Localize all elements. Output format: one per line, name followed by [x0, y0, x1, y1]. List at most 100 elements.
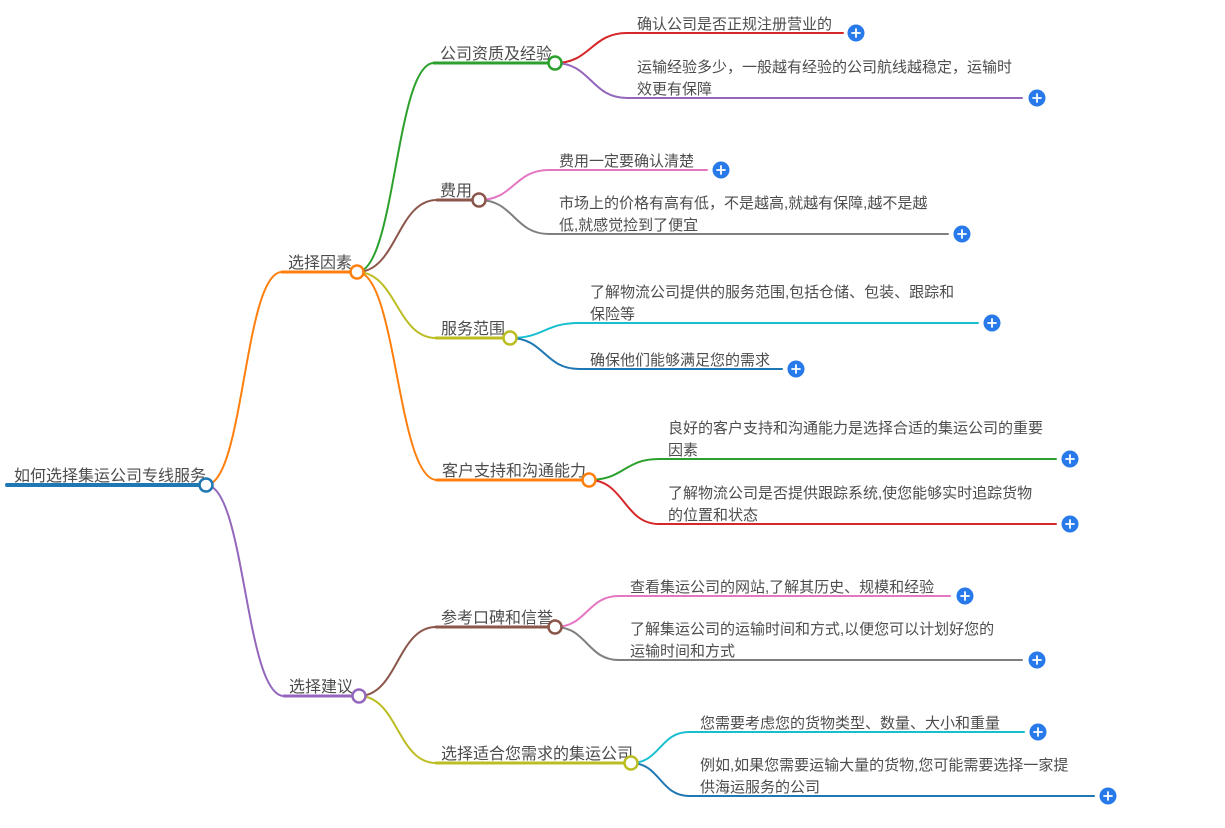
node-leaf-cargo-type[interactable]: 您需要考虑您的货物类型、数量、大小和重量: [688, 715, 1025, 733]
node-label-leaf-confirm-fee-line0: 费用一定要确认清楚: [559, 153, 694, 170]
node-label-leaf-website-line0: 查看集运公司的网站,了解其历史、规模和经验: [630, 579, 934, 596]
node-label-leaf-tracking-line0: 了解物流公司是否提供跟踪系统,使您能够实时追踪货物: [668, 485, 1032, 502]
node-advice[interactable]: 选择建议: [282, 678, 354, 698]
add-child-button-leaf-experience[interactable]: [1028, 89, 1046, 107]
link-reputation-leaf-transport-time: [554, 626, 620, 661]
plus-icon-leaf-tracking: [1065, 519, 1075, 529]
node-label-leaf-good-support-line0: 良好的客户支持和沟通能力是选择合适的集运公司的重要: [668, 420, 1043, 437]
link-cost-leaf-confirm-fee: [478, 169, 550, 201]
link-scope-leaf-service-scope: [509, 322, 580, 339]
node-label-advice-line0: 选择建议: [289, 678, 353, 696]
controls-layer: [198, 24, 1117, 805]
link-qualification-leaf-registered: [554, 32, 628, 64]
add-child-button-leaf-tracking[interactable]: [1061, 515, 1079, 533]
link-fit-leaf-sea-freight: [630, 762, 690, 797]
node-label-factors-line0: 选择因素: [288, 254, 352, 272]
link-qualification-leaf-experience: [554, 62, 628, 99]
collapse-toggle-cost[interactable]: [471, 192, 487, 208]
plus-icon-leaf-good-support: [1065, 454, 1075, 464]
add-child-button-leaf-registered[interactable]: [847, 24, 865, 42]
node-cost[interactable]: 费用: [435, 182, 474, 202]
plus-icon-leaf-confirm-fee: [716, 165, 726, 175]
node-leaf-meet-needs[interactable]: 确保他们能够满足您的需求: [578, 352, 783, 370]
node-label-scope-line0: 服务范围: [441, 320, 505, 338]
node-scope[interactable]: 服务范围: [434, 320, 505, 340]
node-label-qualification-line0: 公司资质及经验: [440, 45, 552, 63]
collapse-toggle-root[interactable]: [198, 477, 214, 493]
link-support-leaf-tracking: [588, 479, 660, 525]
node-label-root-line0: 如何选择集运公司专线服务: [14, 467, 206, 485]
add-child-button-leaf-service-scope[interactable]: [983, 314, 1001, 332]
collapse-toggle-support[interactable]: [581, 472, 597, 488]
node-label-support-line0: 客户支持和沟通能力: [442, 462, 586, 480]
plus-icon-leaf-service-scope: [987, 318, 997, 328]
node-label-leaf-price-range-line1: 低,就感觉捡到了便宜: [559, 216, 698, 234]
collapse-toggle-fit[interactable]: [623, 755, 639, 771]
add-child-button-leaf-sea-freight[interactable]: [1099, 787, 1117, 805]
collapse-toggle-qualification[interactable]: [547, 55, 563, 71]
node-leaf-website[interactable]: 查看集运公司的网站,了解其历史、规模和经验: [618, 579, 951, 597]
add-child-button-leaf-cargo-type[interactable]: [1029, 723, 1047, 741]
link-factors-scope: [356, 271, 437, 339]
node-root[interactable]: 如何选择集运公司专线服务: [5, 467, 206, 487]
plus-icon-leaf-meet-needs: [791, 364, 801, 374]
collapse-toggle-scope[interactable]: [502, 330, 518, 346]
add-child-button-leaf-transport-time[interactable]: [1028, 651, 1046, 669]
add-child-button-leaf-good-support[interactable]: [1061, 450, 1079, 468]
node-label-reputation-line0: 参考口碑和信誉: [441, 609, 553, 627]
node-qualification[interactable]: 公司资质及经验: [432, 45, 552, 65]
collapse-toggle-factors[interactable]: [349, 264, 365, 280]
collapse-toggle-advice[interactable]: [351, 688, 367, 704]
node-reputation[interactable]: 参考口碑和信誉: [434, 609, 553, 629]
node-support[interactable]: 客户支持和沟通能力: [435, 462, 586, 482]
add-child-button-leaf-website[interactable]: [956, 587, 974, 605]
links-layer: [205, 32, 690, 797]
nodes-layer: 如何选择集运公司专线服务 选择因素 公司资质及经验 确认公司是否正规注册营业的运输经验…: [5, 16, 1095, 797]
plus-icon-leaf-experience: [1032, 93, 1042, 103]
node-label-leaf-service-scope-line0: 了解物流公司提供的服务范围,包括仓储、包装、跟踪和: [590, 284, 954, 301]
plus-icon-leaf-transport-time: [1032, 655, 1042, 665]
node-label-leaf-tracking-line1: 的位置和状态: [668, 507, 758, 524]
link-support-leaf-good-support: [588, 458, 660, 481]
plus-icon-leaf-registered: [851, 28, 861, 38]
plus-icon-leaf-cargo-type: [1033, 727, 1043, 737]
link-factors-qualification: [356, 62, 435, 273]
node-label-leaf-price-range-line0: 市场上的价格有高有低，不是越高,就越有保障,越不是越: [559, 194, 927, 212]
node-label-cost-line0: 费用: [440, 182, 472, 200]
link-root-factors: [205, 271, 283, 486]
link-root-advice: [205, 484, 285, 697]
node-label-leaf-cargo-type-line0: 您需要考虑您的货物类型、数量、大小和重量: [700, 715, 1000, 732]
link-scope-leaf-meet-needs: [509, 337, 580, 370]
node-leaf-registered[interactable]: 确认公司是否正规注册营业的: [626, 16, 844, 34]
add-child-button-leaf-price-range[interactable]: [953, 225, 971, 243]
node-fit[interactable]: 选择适合您需求的集运公司: [434, 745, 633, 765]
node-label-leaf-meet-needs-line0: 确保他们能够满足您的需求: [590, 352, 770, 369]
link-factors-cost: [356, 199, 438, 273]
link-reputation-leaf-website: [554, 595, 620, 628]
link-advice-reputation: [358, 626, 437, 697]
plus-icon-leaf-sea-freight: [1103, 791, 1113, 801]
node-factors[interactable]: 选择因素: [280, 254, 352, 274]
node-label-fit-line0: 选择适合您需求的集运公司: [441, 745, 633, 763]
add-child-button-leaf-confirm-fee[interactable]: [712, 161, 730, 179]
node-leaf-confirm-fee[interactable]: 费用一定要确认清楚: [548, 153, 708, 171]
node-label-leaf-sea-freight-line0: 例如,如果您需要运输大量的货物,您可能需要选择一家提: [700, 757, 1068, 774]
link-fit-leaf-cargo-type: [630, 731, 690, 764]
collapse-toggle-reputation[interactable]: [547, 619, 563, 635]
plus-icon-leaf-price-range: [957, 229, 967, 239]
plus-icon-leaf-website: [960, 591, 970, 601]
node-label-leaf-experience-line1: 效更有保障: [637, 80, 712, 98]
node-label-leaf-good-support-line1: 因素: [668, 442, 698, 459]
add-child-button-leaf-meet-needs[interactable]: [787, 360, 805, 378]
link-cost-leaf-price-range: [478, 199, 550, 235]
node-label-leaf-service-scope-line1: 保险等: [590, 305, 635, 323]
